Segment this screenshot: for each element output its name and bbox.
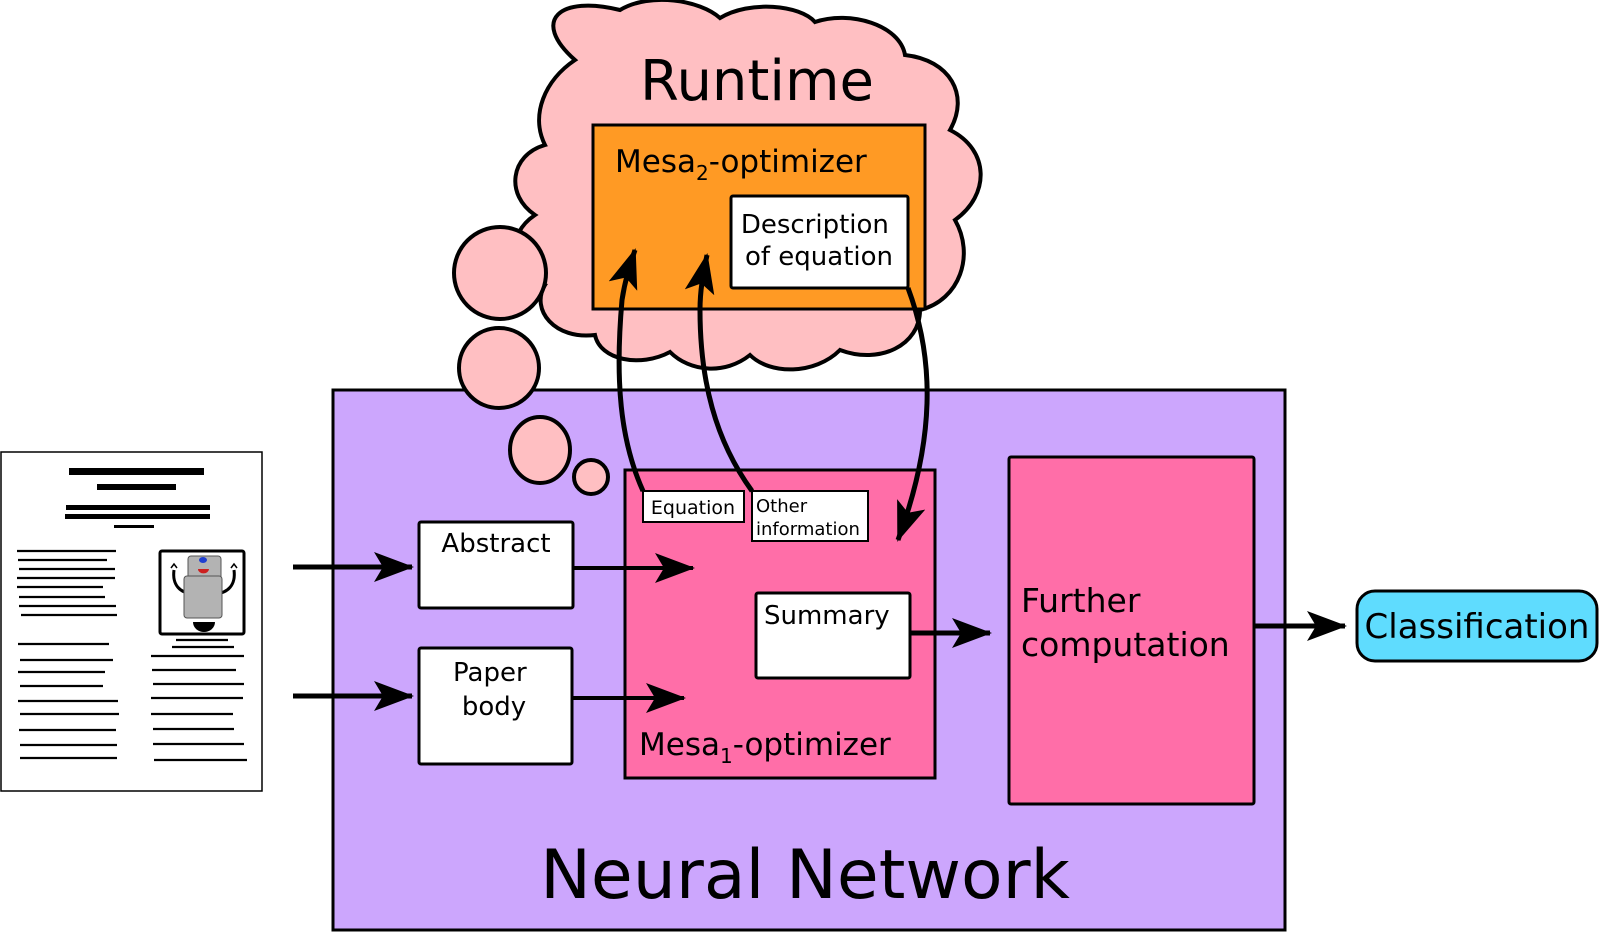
thought-bubble-4 <box>572 458 610 496</box>
summary-label: Summary <box>764 601 890 631</box>
equation-label: Equation <box>651 497 735 519</box>
classification-label: Classification <box>1365 607 1590 647</box>
robot-illustration <box>158 549 246 636</box>
arrow-equation-to-mesa2 <box>608 248 646 493</box>
arrow-other-info-to-mesa2 <box>684 253 755 493</box>
paper-document-icon <box>0 451 263 792</box>
other-information-box <box>751 490 869 542</box>
abstract-label: Abstract <box>441 529 550 559</box>
classification-box <box>1355 589 1599 663</box>
thought-bubble-1 <box>452 225 548 321</box>
thought-bubble-3 <box>508 415 572 485</box>
description-of-equation-label: Description of equation <box>741 210 897 272</box>
further-computation-box <box>1007 455 1256 806</box>
other-information-label: Other information <box>756 496 860 540</box>
thought-bubble-2 <box>457 326 541 410</box>
mesa1-optimizer-label: Mesa1-optimizer <box>639 727 891 768</box>
paper-body-label: Paper body <box>453 658 535 722</box>
further-computation-label: Further computation <box>1021 581 1230 664</box>
paper-body-box <box>417 646 574 766</box>
runtime-label: Runtime <box>640 49 874 114</box>
neural-network-label: Neural Network <box>540 836 1070 915</box>
mesa2-optimizer-label: Mesa2-optimizer <box>615 144 867 185</box>
abstract-box <box>417 520 575 610</box>
equation-box <box>642 490 745 523</box>
description-of-equation-box <box>729 194 910 290</box>
arrow-description-to-mesa1 <box>895 287 930 542</box>
